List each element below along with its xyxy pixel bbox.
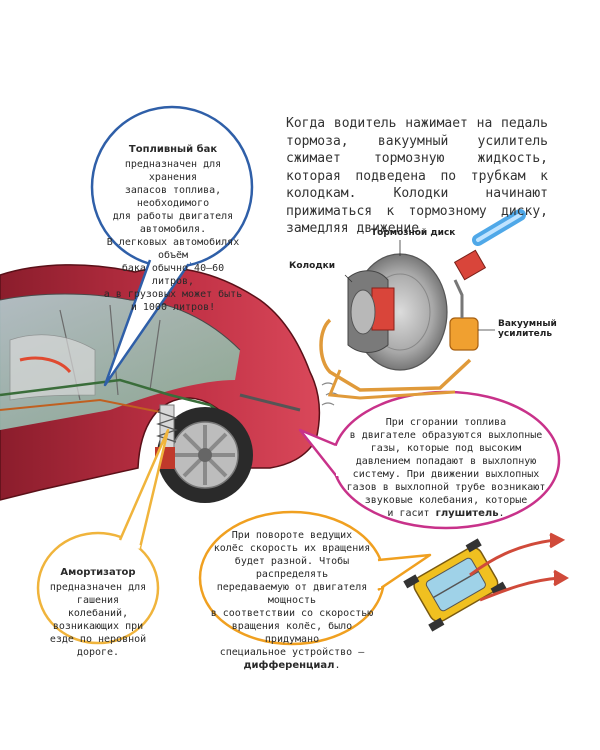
shock-absorber-text: Амортизатор предназначен для гашения коле… bbox=[48, 553, 148, 659]
fuel-tank-bubble bbox=[90, 105, 254, 387]
fuel-tank-text: Топливный бак предназначен для хранения з… bbox=[100, 130, 246, 314]
differential-text: При повороте ведущих колёс скорость их в… bbox=[204, 529, 380, 672]
vacuum-booster-label: Вакуумный усилитель bbox=[498, 319, 557, 339]
differential-bubble bbox=[198, 510, 432, 646]
fuel-tank-body: предназначен для хранения запасов топлив… bbox=[103, 159, 243, 313]
differential-body: При повороте ведущих колёс скорость их в… bbox=[210, 530, 374, 658]
brake-disc-label: Тормозной диск bbox=[371, 228, 456, 238]
exhaust-bubble bbox=[298, 390, 561, 530]
intro-paragraph: Когда водитель нажимает на педаль тормоз… bbox=[286, 116, 548, 236]
exhaust-term: глушитель bbox=[435, 508, 499, 519]
fuel-tank-title: Топливный бак bbox=[128, 144, 218, 155]
differential-tail: . bbox=[334, 660, 341, 671]
small-car-illustration bbox=[403, 538, 507, 632]
brake-pads-label: Колодки bbox=[289, 261, 335, 271]
shock-absorber-bubble bbox=[36, 428, 170, 645]
direction-arrows bbox=[469, 532, 569, 602]
exhaust-body: При сгорании топлива в двигателе образую… bbox=[346, 417, 546, 519]
shock-absorber-title: Амортизатор bbox=[60, 567, 136, 578]
differential-term: дифференциал bbox=[243, 660, 335, 671]
exhaust-tail: . bbox=[498, 508, 505, 519]
exhaust-text: При сгорании топлива в двигателе образую… bbox=[340, 416, 552, 520]
shock-absorber-body: предназначен для гашения колебаний, возн… bbox=[49, 582, 147, 658]
brake-assembly bbox=[319, 209, 526, 400]
